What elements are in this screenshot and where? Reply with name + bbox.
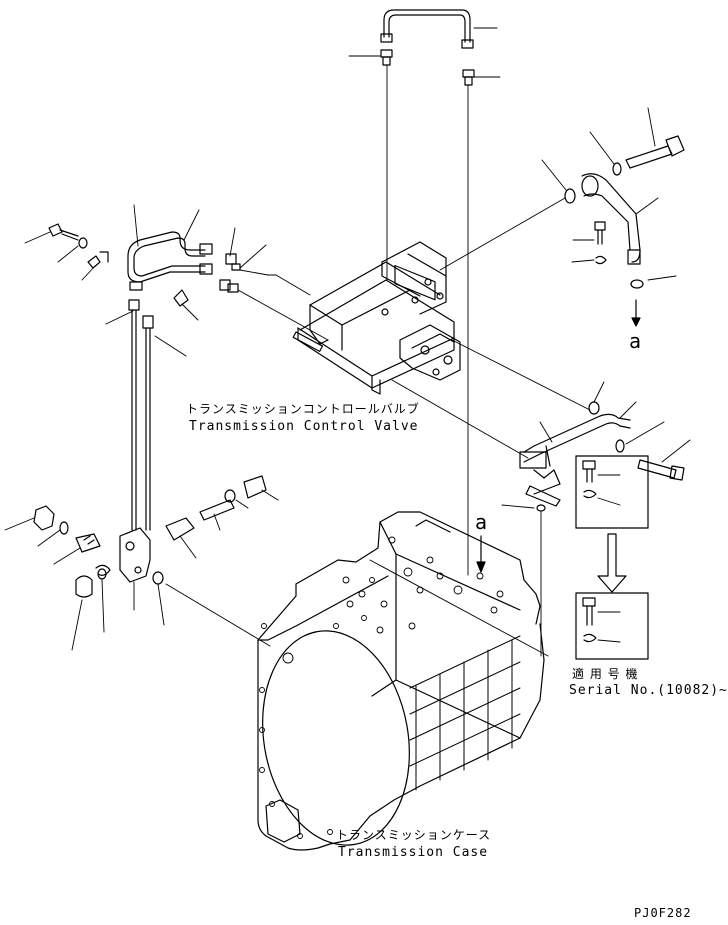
left-lower-parts xyxy=(33,475,267,598)
case-label-en: Transmission Case xyxy=(338,845,489,860)
right-lower-bolts xyxy=(615,439,685,481)
left-bolt-cluster xyxy=(48,223,109,269)
top-pipe xyxy=(380,9,474,49)
right-top-bolts xyxy=(594,135,685,327)
valve-connection-lines xyxy=(237,197,591,657)
control-valve-label-en: Transmission Control Valve xyxy=(189,419,419,434)
ref-a-case: a xyxy=(475,510,488,534)
right-top-pipe xyxy=(564,173,644,289)
applicable-label-jp: 適 用 号 機 xyxy=(572,667,639,681)
part-code: PJ0F282 xyxy=(634,906,692,920)
leader-lines-right-lower xyxy=(501,381,691,509)
right-lower-pipe xyxy=(519,401,631,657)
case-label-jp: トランスミッションケース xyxy=(336,828,492,842)
detail-box-2 xyxy=(575,592,649,660)
control-valve xyxy=(292,241,461,395)
detail-box-1 xyxy=(575,455,649,529)
top-fittings xyxy=(380,49,475,576)
small-fittings xyxy=(173,253,241,307)
serial-number-label: Serial No.(10082)~ xyxy=(569,683,728,698)
leader-lines-left xyxy=(24,204,267,357)
ref-a-top: a xyxy=(629,329,642,353)
detail-arrow xyxy=(597,533,627,593)
transmission-case xyxy=(257,511,545,851)
case-arrow xyxy=(476,535,486,573)
control-valve-label-jp: トランスミッションコントロールバルブ xyxy=(186,402,420,416)
leader-lines-right-top xyxy=(541,107,677,281)
vertical-pipe xyxy=(128,299,154,531)
leader-lines-top xyxy=(348,27,501,78)
leader-lines-left-lower xyxy=(4,489,279,651)
left-pipe-assembly xyxy=(127,231,213,291)
